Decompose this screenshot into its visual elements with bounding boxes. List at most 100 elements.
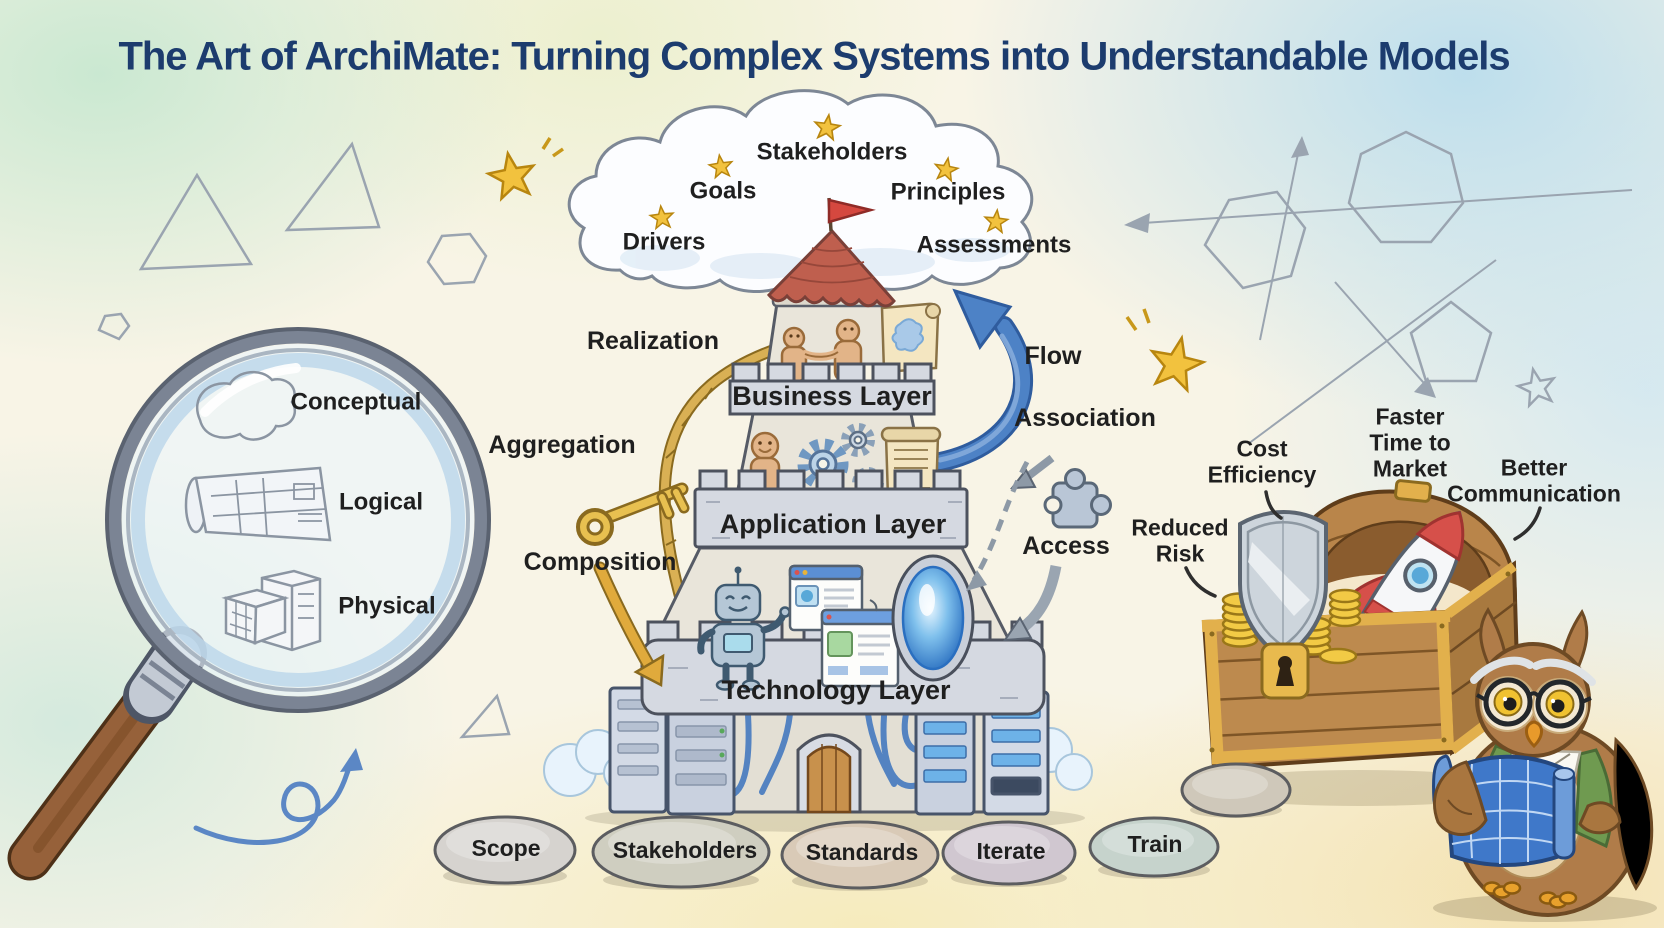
- sketch-hexagon-icon: [1203, 190, 1307, 290]
- blueprint-sketch-icon: [184, 466, 332, 542]
- abstraction-sketches: [184, 371, 332, 652]
- spire-roof-icon: [766, 228, 896, 308]
- sketch-heptagon-icon: [1347, 130, 1465, 244]
- chest-clasp: [1394, 479, 1432, 503]
- sketch-arrowhead-icon: [1124, 213, 1150, 233]
- abstraction-label-physical: Physical: [338, 592, 436, 620]
- business-parapet: [728, 362, 936, 416]
- sketch-arrowhead-icon: [1291, 136, 1309, 158]
- sketch-hexagon-icon: [426, 232, 488, 286]
- cloud-shading: [620, 238, 1010, 279]
- owl-architect-icon: [1432, 607, 1657, 922]
- magnifying-glass-icon: [7, 327, 491, 881]
- motivation-cloud: [567, 89, 1034, 294]
- stepping-stone-icon: [1088, 816, 1220, 879]
- relationship-label-access: Access: [1022, 532, 1110, 560]
- sketch-arrowhead-icon: [1414, 377, 1436, 398]
- scroll-icon: [880, 302, 941, 374]
- stepping-stone-icon: [780, 820, 940, 891]
- castle-tower-icon: [543, 197, 1093, 832]
- sketch-triangle-icon: [459, 693, 511, 739]
- star-icon: [1144, 331, 1209, 394]
- owl-left-wing: [1433, 760, 1488, 836]
- stars: [484, 137, 1560, 409]
- beak-icon: [1525, 720, 1543, 749]
- sketch-line: [1334, 281, 1431, 391]
- shield-icon: [1238, 510, 1328, 661]
- cloud-label-goals: Goals: [689, 177, 757, 205]
- sketch-triangle-icon: [138, 172, 254, 271]
- access-arrows: [966, 454, 1112, 642]
- sketch-pentagon-icon: [97, 312, 131, 341]
- lens-rim: [108, 330, 488, 710]
- step-label-stakeholders: Stakeholders: [612, 837, 758, 864]
- benefit-connectors: [1184, 490, 1542, 598]
- relationship-label-composition: Composition: [523, 548, 677, 576]
- robot-icon: [697, 566, 791, 691]
- cloud-label-drivers: Drivers: [622, 228, 706, 256]
- app-window-icon: [820, 599, 900, 688]
- sketch-line: [1247, 259, 1497, 445]
- stepping-stone-icon: [591, 815, 771, 890]
- cloud-label-assessments: Assessments: [916, 231, 1072, 259]
- layer-label-technology: Technology Layer: [721, 674, 951, 705]
- gold-key-icon: [576, 482, 690, 546]
- star-icon: [484, 148, 540, 202]
- wooden-door-icon: [796, 733, 862, 814]
- relationship-label-realization: Realization: [587, 327, 719, 355]
- stepping-stone-icon: [1180, 762, 1292, 818]
- stepping-stone-icon: [941, 820, 1077, 887]
- flag-icon: [827, 198, 876, 224]
- server-icon: [666, 710, 736, 816]
- sketch-triangle-icon: [284, 141, 381, 232]
- treasure-chest-icon: [1195, 479, 1525, 806]
- sketch-pentagon-icon: [1409, 300, 1493, 383]
- sketch-line: [1127, 189, 1633, 225]
- sketch-map: [891, 318, 924, 352]
- layer-label-business: Business Layer: [732, 380, 932, 411]
- step-label-scope: Scope: [471, 835, 541, 862]
- owl-right-hand: [1578, 801, 1622, 835]
- conceptual-blob-icon: [195, 371, 297, 441]
- cloud-label-stakeholders: Stakeholders: [756, 138, 908, 166]
- star-outline-icon: [1513, 364, 1560, 409]
- sketch-shapes: [97, 130, 1633, 739]
- cloud-label-principles: Principles: [890, 178, 1006, 206]
- sparkle-icon: [1125, 308, 1151, 331]
- keyhole-icon: [1260, 642, 1310, 700]
- roof: [766, 197, 896, 308]
- abstraction-label-logical: Logical: [338, 488, 424, 516]
- relationship-label-aggregation: Aggregation: [488, 431, 636, 459]
- server-icon: [914, 708, 976, 816]
- loop-arrow-icon: [193, 748, 363, 845]
- benefit-label-better-communication: Better Communication: [1447, 454, 1621, 506]
- step-label-train: Train: [1127, 831, 1183, 858]
- portal-icon: [891, 554, 975, 682]
- abstraction-label-conceptual: Conceptual: [290, 388, 422, 416]
- benefit-label-cost-efficiency: Cost Efficiency: [1207, 435, 1317, 487]
- stepping-stones: [433, 762, 1292, 891]
- benefit-label-faster-time-to-market: Faster Time to Market: [1369, 403, 1451, 481]
- relationship-label-association: Association: [1014, 404, 1156, 432]
- server-icon: [608, 686, 668, 814]
- puzzle-piece-icon: [1043, 468, 1112, 529]
- gear-icon: [841, 423, 875, 457]
- sketch-line: [1259, 143, 1301, 341]
- step-label-iterate: Iterate: [976, 838, 1046, 865]
- step-label-standards: Standards: [805, 839, 919, 866]
- owl-feet: [1482, 881, 1578, 909]
- page-title: The Art of ArchiMate: Turning Complex Sy…: [118, 34, 1510, 79]
- composition-arrow-icon: [593, 561, 665, 687]
- sparkle-icon: [541, 137, 565, 158]
- cubes-sketch-icon: [221, 569, 322, 652]
- stepping-stone-icon: [433, 815, 577, 886]
- relationship-label-flow: Flow: [1024, 342, 1082, 370]
- eyebrows: [1470, 656, 1596, 686]
- owl-right-wing: [1613, 736, 1654, 891]
- flow-arrow-icon: [930, 288, 1033, 472]
- glasses-icon: [1476, 677, 1592, 729]
- benefit-label-reduced-risk: Reduced Risk: [1131, 514, 1229, 566]
- layer-label-application: Application Layer: [719, 508, 947, 539]
